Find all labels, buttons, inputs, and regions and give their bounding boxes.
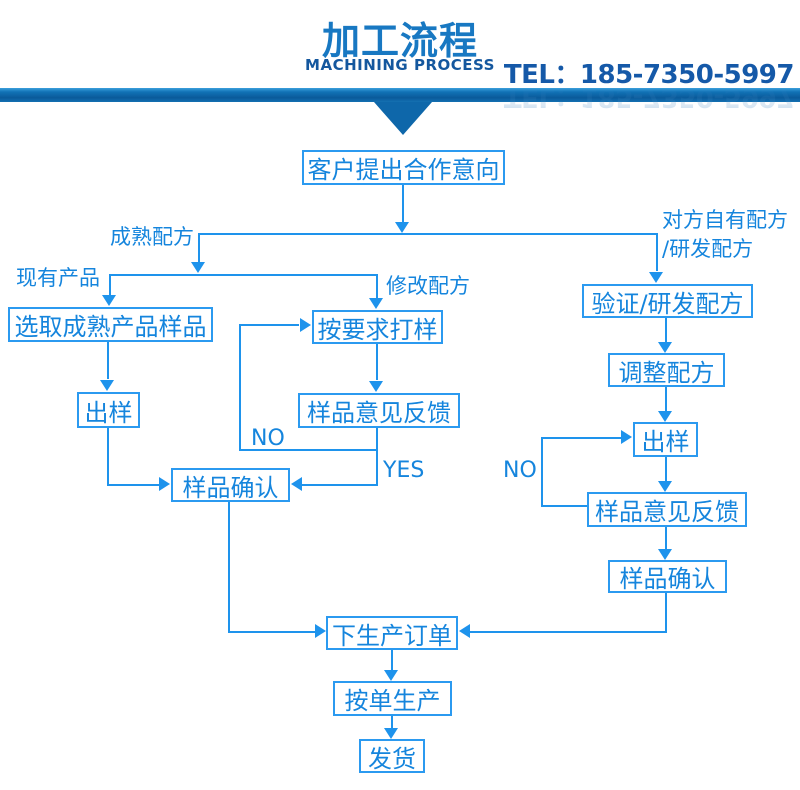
- arrowhead-into-produce: [384, 670, 398, 681]
- arrowhead-into-sampleout-left: [100, 380, 114, 391]
- node-verify-formula: 验证/研发配方: [582, 284, 753, 318]
- connector-existing-down: [109, 274, 111, 296]
- label-no-left: NO: [251, 426, 285, 451]
- connector-confirm-right-down: [665, 593, 667, 633]
- node-pick-sample: 选取成熟产品样品: [8, 307, 213, 342]
- node-confirm-left: 样品确认: [171, 468, 290, 502]
- header-divider-bar: [0, 88, 800, 102]
- label-no-right: NO: [503, 458, 537, 483]
- arrowhead-into-confirm-left: [159, 477, 170, 491]
- node-produce: 按单生产: [333, 681, 452, 716]
- connector-sampleout-to-feedback: [665, 457, 667, 483]
- connector-feedback-to-confirm-right: [665, 527, 667, 551]
- arrowhead-into-pick-sample: [102, 295, 116, 306]
- node-ship: 发货: [359, 739, 425, 773]
- node-feedback-right: 样品意见反馈: [587, 492, 747, 527]
- connector-no-left-bottom: [239, 449, 378, 451]
- arrowhead-into-feedback-right: [658, 481, 672, 492]
- connector-order-to-produce: [391, 650, 393, 672]
- down-triangle-icon: [374, 102, 432, 135]
- node-sample-out-left: 出样: [77, 392, 140, 428]
- connector-no-right-top: [541, 437, 621, 439]
- arrowhead-into-sampleout-right: [658, 411, 672, 422]
- node-sample-per-request: 按要求打样: [312, 310, 443, 344]
- connector-no-right-bottom: [541, 505, 587, 507]
- node-feedback-left: 样品意见反馈: [298, 393, 460, 428]
- connector-feedback-down: [376, 428, 378, 486]
- page-title: 加工流程: [321, 19, 478, 63]
- node-start: 客户提出合作意向: [302, 150, 505, 185]
- connector-confirm-left-down: [228, 502, 230, 633]
- telephone-number: TEL：185-7350-5997: [503, 60, 795, 90]
- arrowhead-mature-split: [191, 262, 205, 273]
- arrowhead-right-into-order: [459, 624, 470, 638]
- label-yes-left: YES: [383, 458, 425, 483]
- connector-start-down: [402, 185, 404, 223]
- arrowhead-yes-into-confirm: [291, 477, 302, 491]
- arrowhead-into-feedback-left: [369, 381, 383, 392]
- telephone-reflection: TEL：185-7350-5997: [503, 82, 794, 112]
- node-confirm-right: 样品确认: [608, 560, 727, 593]
- connector-adjust-to-sampleout: [665, 387, 667, 413]
- connector-produce-to-ship: [391, 716, 393, 730]
- arrowhead-into-sample-per-request: [369, 298, 383, 309]
- arrowhead-no-into-request: [300, 318, 311, 332]
- connector-own-formula-down: [656, 233, 658, 271]
- label-modify-formula: 修改配方: [386, 274, 470, 298]
- label-own-formula-line2: /研发配方: [662, 237, 754, 261]
- node-sample-out-right: 出样: [633, 422, 698, 457]
- arrowhead-left-into-order: [315, 624, 326, 638]
- node-adjust-formula: 调整配方: [608, 353, 725, 387]
- connector-sampleout-down: [107, 428, 109, 486]
- connector-no-left-up: [239, 324, 241, 451]
- connector-split-horizontal: [199, 233, 658, 235]
- connector-modify-down: [376, 274, 378, 298]
- connector-pick-to-sampleout: [107, 342, 109, 379]
- page-subtitle: MACHINING PROCESS: [305, 56, 495, 74]
- arrowhead-start-split: [395, 222, 409, 233]
- label-existing-product: 现有产品: [16, 266, 100, 290]
- arrowhead-no-into-sampleout: [621, 430, 632, 444]
- connector-request-to-feedback: [376, 344, 378, 380]
- arrowhead-into-ship: [384, 728, 398, 739]
- arrowhead-into-confirm-right: [658, 549, 672, 560]
- connector-no-left-top: [239, 324, 299, 326]
- connector-mature-down: [198, 233, 200, 263]
- arrowhead-into-adjust: [658, 342, 672, 353]
- label-own-formula-line1: 对方自有配方: [662, 208, 788, 232]
- connector-sampleout-right: [107, 484, 159, 486]
- connector-submature-horizontal: [109, 274, 378, 276]
- label-mature-formula: 成熟配方: [110, 225, 194, 249]
- node-production-order: 下生产订单: [326, 616, 458, 650]
- connector-verify-to-adjust: [665, 318, 667, 344]
- connector-confirm-right-left: [470, 631, 667, 633]
- connector-no-right-up: [541, 437, 543, 507]
- connector-confirm-left-right: [228, 631, 316, 633]
- arrowhead-into-verify: [649, 272, 663, 283]
- connector-yes-left-horizontal: [302, 484, 378, 486]
